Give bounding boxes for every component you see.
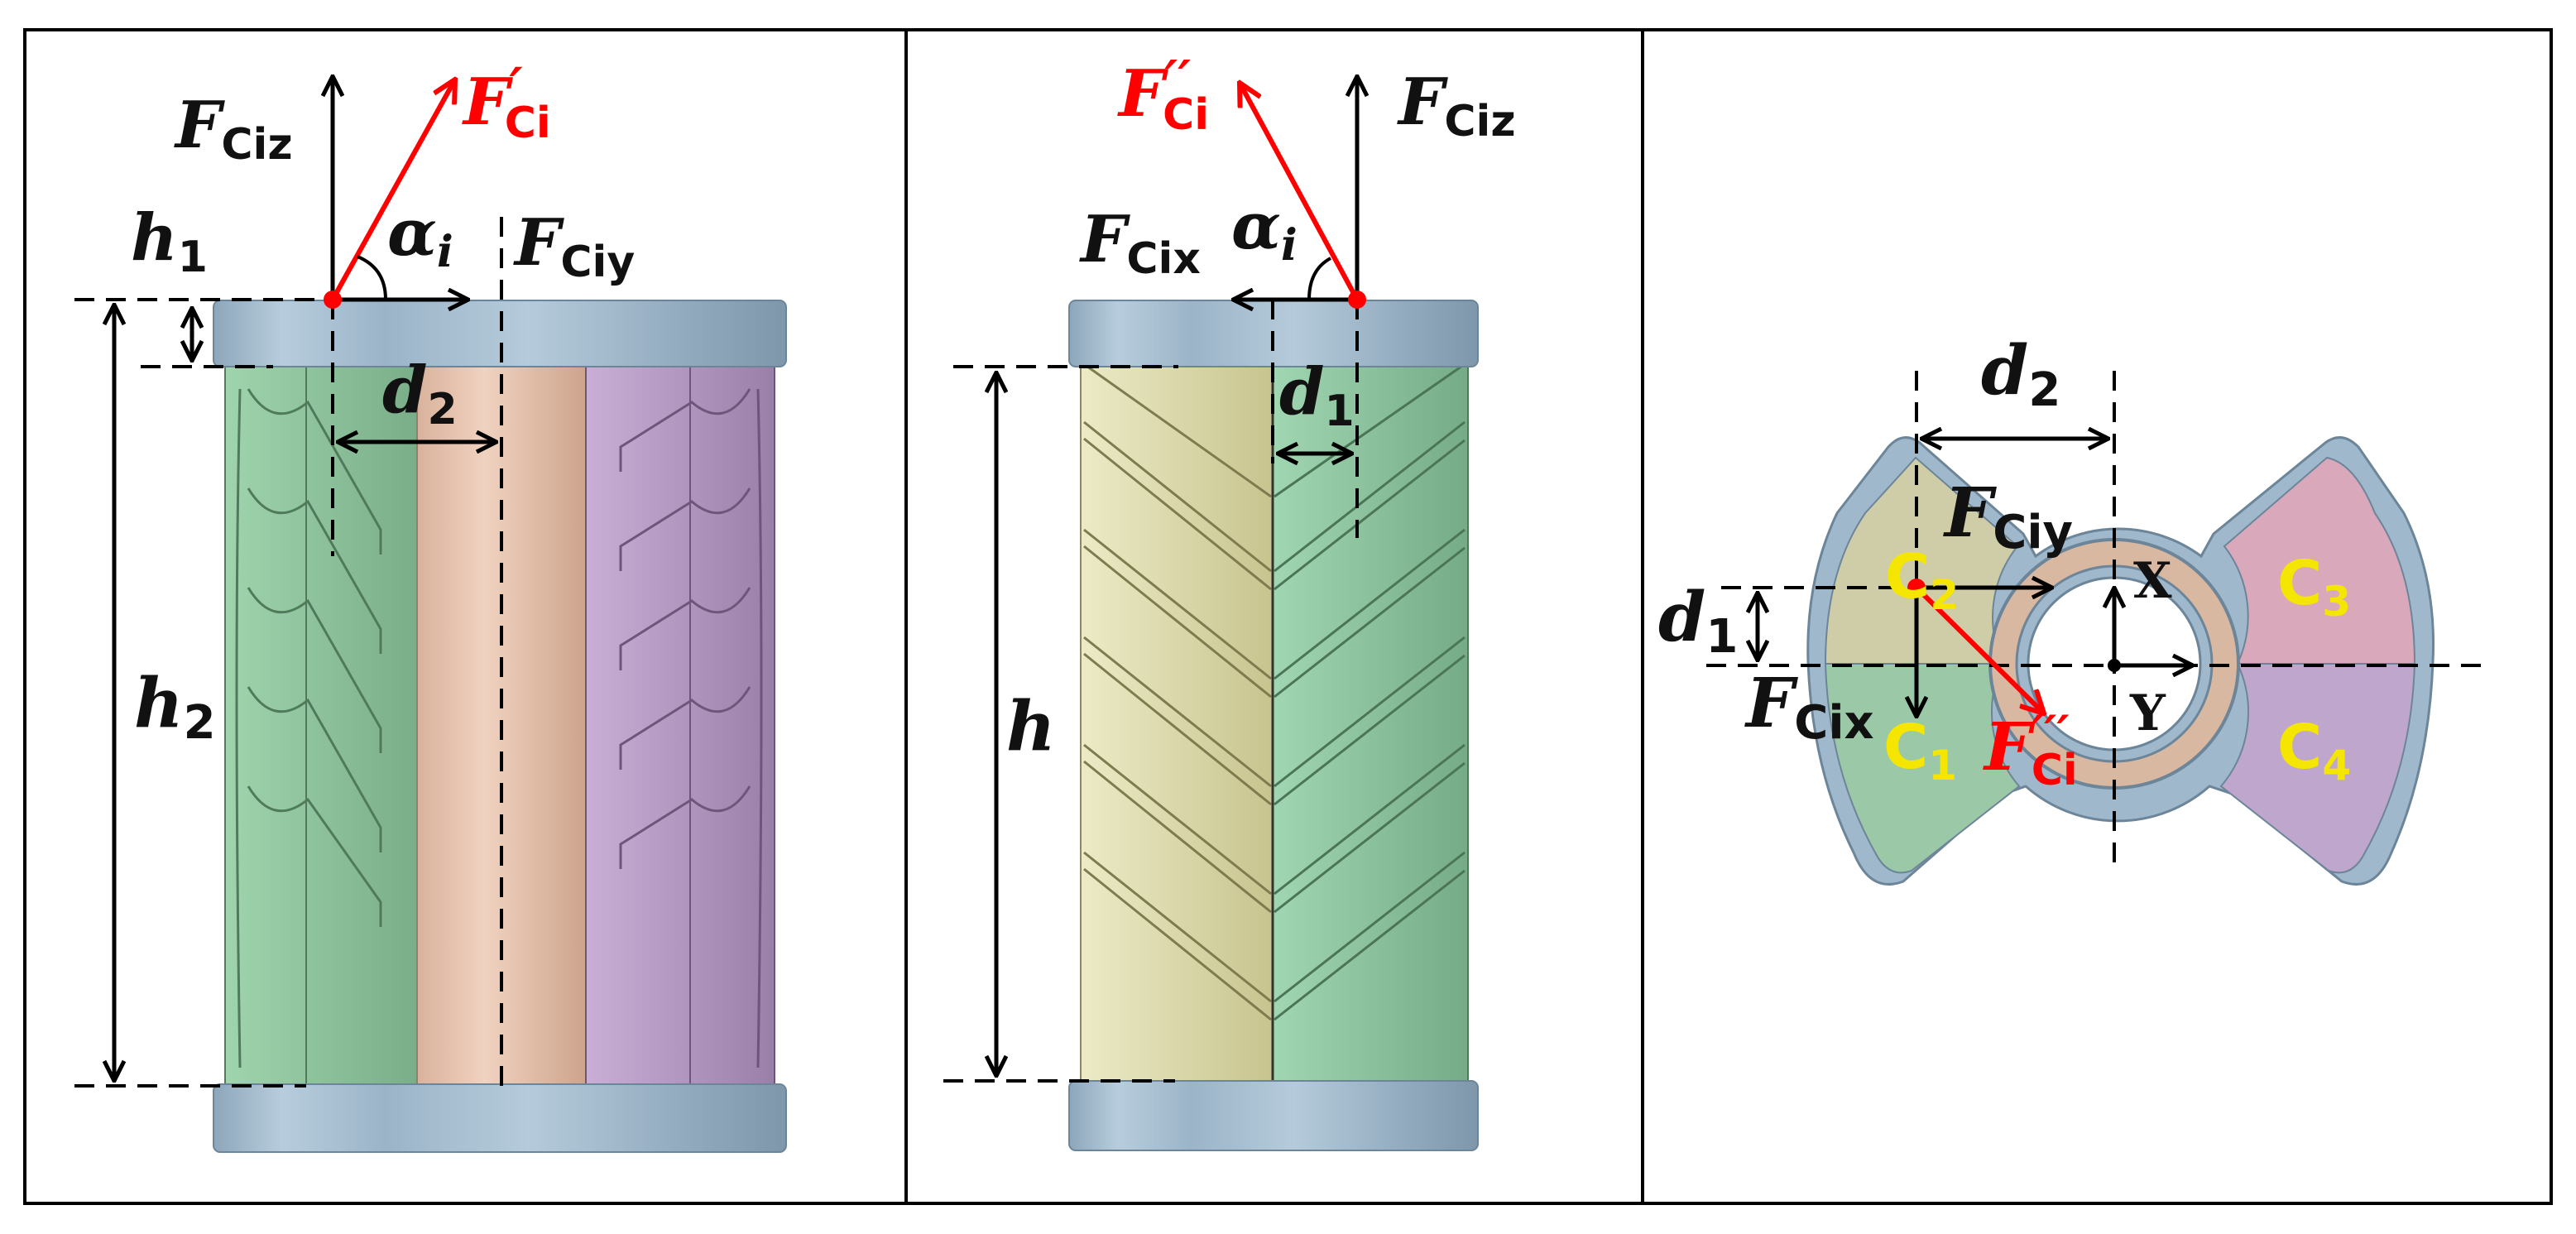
right-label-fci-triple-prime: F′′′Ci <box>1983 705 2078 795</box>
right-label-axis-x: X <box>2133 552 2172 610</box>
left-label-h1: h1 <box>131 200 208 282</box>
middle-bottom-cap <box>1068 1080 1479 1151</box>
left-label-alpha: αi <box>387 195 453 277</box>
middle-label-d1: d1 <box>1279 354 1355 436</box>
figure-border <box>23 28 2553 1205</box>
middle-green-ribs <box>1274 363 1465 1021</box>
panel-left: FCiz F′Ci αi FCiy h1 d2 h2 <box>74 56 787 1153</box>
middle-beige-ribs <box>1083 363 1272 1021</box>
left-top-cap <box>213 300 787 367</box>
middle-fci-double-prime-arrow <box>1240 83 1360 301</box>
left-label-d2: d2 <box>382 353 458 435</box>
middle-label-fciz: FCiz <box>1397 65 1516 146</box>
left-fci-prime-arrow <box>330 79 455 301</box>
right-label-d2: d2 <box>1981 331 2060 417</box>
left-contact-point <box>324 290 342 309</box>
right-label-fcix: FCix <box>1744 664 1874 750</box>
right-label-fciy: FCiy <box>1943 473 2073 559</box>
middle-contact-point <box>1348 290 1366 309</box>
middle-green-chamber <box>1272 363 1469 1082</box>
left-purple-ribs <box>619 388 763 1068</box>
right-fci-triple-prime-arrow <box>1914 585 2044 713</box>
left-label-fciz: FCiz <box>174 88 293 170</box>
right-label-axis-y: Y <box>2129 684 2166 742</box>
middle-label-fcix: FCix <box>1079 202 1201 284</box>
middle-label-h: h <box>1006 687 1056 766</box>
right-chamber-c1 <box>1824 663 2021 874</box>
left-bottom-cap <box>213 1083 787 1153</box>
middle-label-alpha: αi <box>1231 189 1298 271</box>
middle-beige-chamber <box>1080 363 1274 1082</box>
right-label-c4: C4 <box>2277 712 2351 790</box>
right-chamber-c3 <box>2223 456 2416 665</box>
middle-alpha-arc <box>1307 257 1332 300</box>
right-label-c2: C2 <box>1885 541 1959 619</box>
right-label-d1: d1 <box>1658 578 1738 664</box>
left-green-ribs <box>235 388 382 1068</box>
right-label-c1: C1 <box>1883 712 1957 790</box>
right-chamber-c4 <box>2219 663 2416 874</box>
left-alpha-arc <box>357 255 387 300</box>
panel-right: d2 FCiy d1 FCix F′′′Ci X Y C1 C2 C3 C4 <box>1658 331 2487 886</box>
left-label-fci-prime: F′Ci <box>462 56 551 148</box>
middle-label-fci-double-prime: F′′Ci <box>1117 50 1209 140</box>
right-label-c3: C3 <box>2277 548 2351 626</box>
left-label-h2: h2 <box>134 664 216 750</box>
left-purple-chamber <box>585 363 775 1087</box>
left-label-fciy: FCiy <box>513 205 635 287</box>
right-contact-point <box>1907 579 1926 597</box>
panel-middle: F′′Ci FCiz FCix αi d1 h <box>943 50 1516 1151</box>
